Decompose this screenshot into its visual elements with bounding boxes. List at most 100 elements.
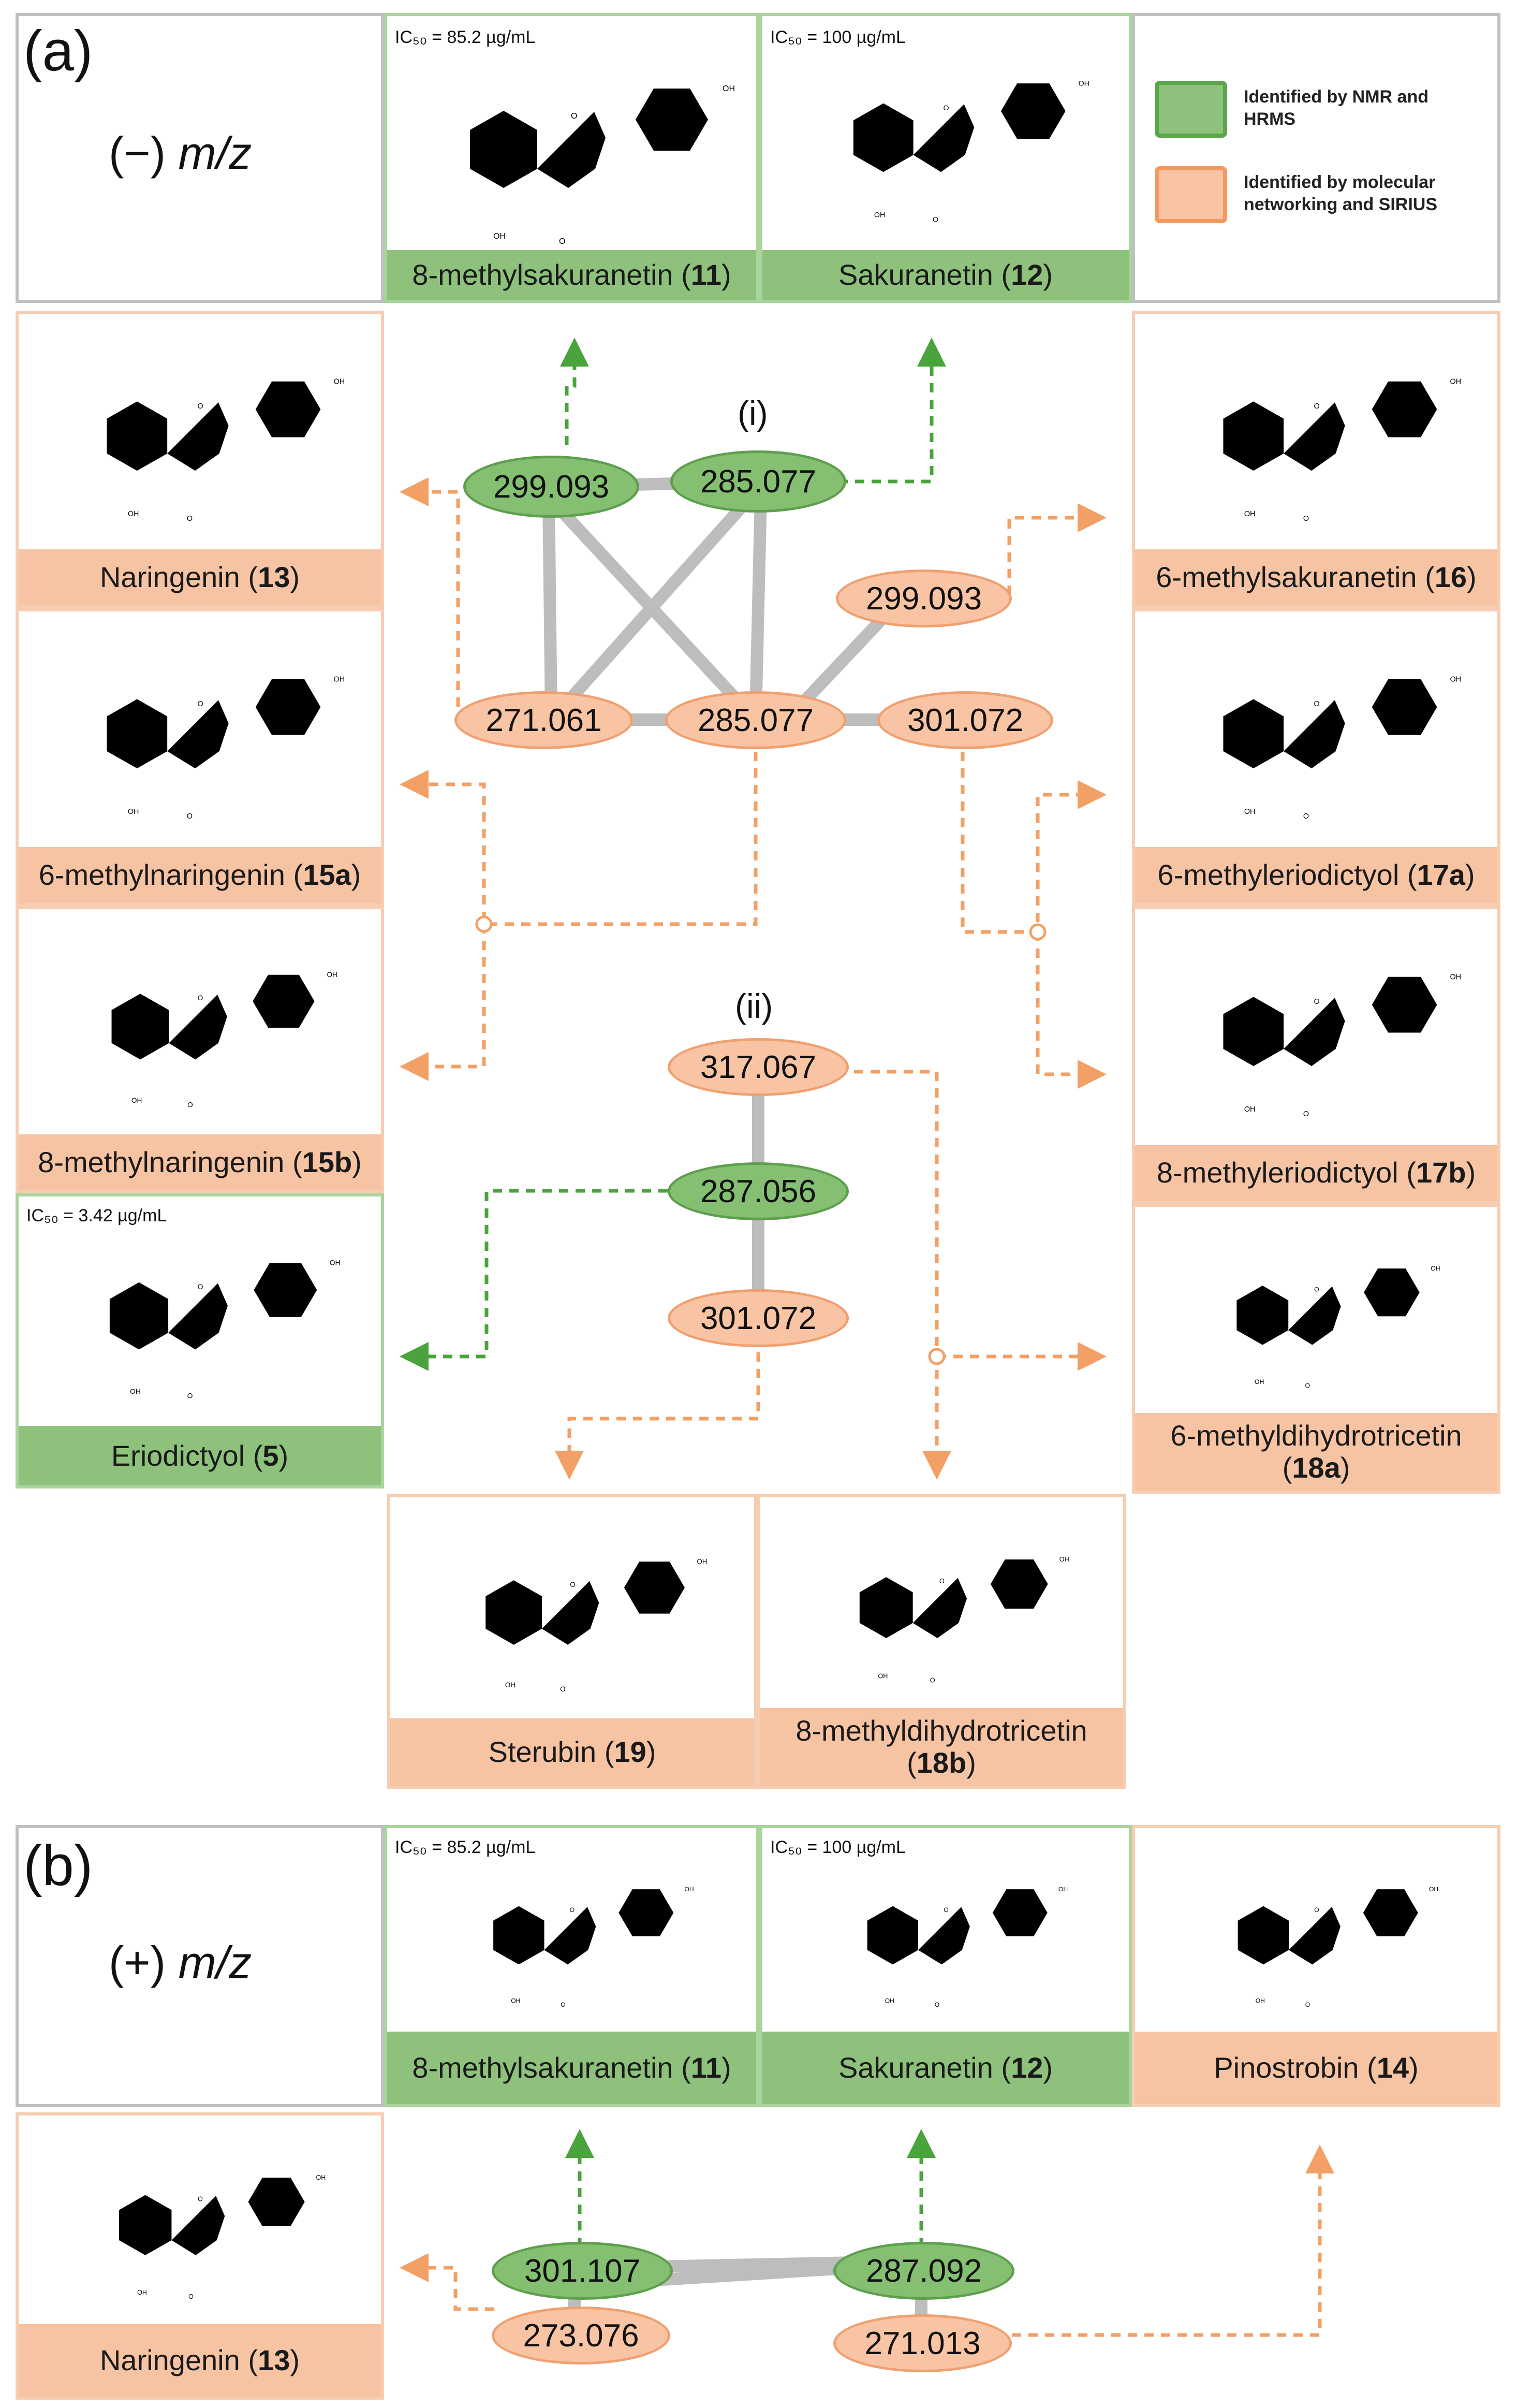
compound-name: Eriodictyol [111, 1439, 245, 1472]
compound-card-13-b: Naringenin (13) [16, 2112, 384, 2400]
compound-card-11-a: IC₅₀ = 85.2 µg/mL 8-methylsakuranetin (1… [384, 13, 759, 303]
legend-swatch-orange [1155, 166, 1227, 223]
compound-label: Sterubin (19) [390, 1718, 754, 1786]
compound-card-13-a: Naringenin (13) [16, 311, 384, 608]
ion-mode-sign: (+) [109, 1937, 179, 1988]
compound-card-16: 6-methylsakuranetin (16) [1132, 311, 1500, 608]
network-node[interactable]: 285.077 [670, 450, 846, 513]
compound-name: 8-methylnaringenin [38, 1146, 285, 1179]
compound-name: 6-methyldihydrotricetin [1170, 1419, 1462, 1452]
compound-number: 15b [302, 1146, 352, 1179]
legend-swatch-green [1155, 81, 1227, 138]
network-node[interactable]: 317.067 [668, 1038, 849, 1096]
panel-a-letter: (a) [23, 19, 93, 83]
compound-card-17a: 6-methyleriodictyol (17a) [1132, 608, 1500, 906]
compound-card-17b: 8-methyleriodictyol (17b) [1132, 906, 1500, 1204]
cluster-ii-label: (ii) [735, 987, 773, 1025]
compound-card-12-b: IC₅₀ = 100 µg/mL Sakuranetin (12) [759, 1825, 1132, 2107]
legend-text-network: Identified by molecular networking and S… [1244, 172, 1438, 214]
compound-card-15a: 6-methylnaringenin (15a) [16, 608, 384, 906]
compound-number: 19 [614, 1735, 646, 1769]
network-node[interactable]: 287.092 [833, 2242, 1014, 2300]
network-node[interactable]: 301.107 [492, 2242, 673, 2300]
compound-label: 6-methylsakuranetin (16) [1135, 549, 1497, 605]
network-node[interactable]: 301.072 [668, 1289, 849, 1347]
compound-number: 18b [916, 1746, 967, 1779]
compound-label: Pinostrobin (14) [1135, 2032, 1497, 2104]
legend-box: Identified by NMR and HRMS Identified by… [1132, 13, 1500, 303]
compound-label: 8-methylsakuranetin (11) [387, 2032, 756, 2104]
compound-card-5: IC₅₀ = 3.42 µg/mL Eriodictyol (5) [16, 1193, 384, 1488]
compound-card-11-b: IC₅₀ = 85.2 µg/mL 8-methylsakuranetin (1… [384, 1825, 759, 2107]
compound-name: 8-methylsakuranetin [412, 258, 673, 291]
compound-number: 17b [1416, 1156, 1466, 1189]
panel-b-ion-mode: (+) m/z [109, 1936, 252, 1989]
ic50-label: IC₅₀ = 85.2 µg/mL [395, 27, 536, 47]
compound-label: 8-methylnaringenin (15b) [19, 1134, 381, 1190]
compound-name: Sakuranetin [838, 2051, 993, 2084]
ion-mode-unit: m/z [178, 127, 252, 179]
compound-number: 18a [1292, 1451, 1341, 1484]
compound-number: 16 [1434, 561, 1467, 594]
network-node[interactable]: 301.072 [877, 691, 1053, 749]
compound-name: Naringenin [99, 561, 240, 594]
arrow-junctions [475, 915, 1047, 1365]
compound-number: 12 [1011, 2051, 1043, 2084]
compound-name: 6-methylnaringenin [38, 858, 285, 892]
compound-label: 6-methylnaringenin (15a) [19, 847, 381, 903]
compound-label: 6-methyldihydrotricetin(18a) [1135, 1413, 1497, 1491]
compound-number: 11 [690, 2051, 721, 2084]
compound-name: 6-methyleriodictyol [1157, 858, 1400, 892]
panel-a-ion-mode: (−) m/z [109, 127, 252, 180]
compound-name: 6-methylsakuranetin [1156, 561, 1417, 594]
network-node[interactable]: 271.013 [833, 2314, 1012, 2372]
panel-b-header-box [16, 1825, 384, 2107]
legend-text-nmr: Identified by NMR and HRMS [1244, 87, 1428, 129]
panel-b-letter: (b) [23, 1834, 93, 1898]
compound-label: Naringenin (13) [19, 549, 381, 605]
compound-card-19: Sterubin (19) [387, 1494, 757, 1789]
compound-card-15b: 8-methylnaringenin (15b) [16, 906, 384, 1193]
compound-number: 13 [258, 2344, 290, 2377]
network-node[interactable]: 271.061 [454, 691, 633, 749]
compound-name: Sakuranetin [838, 258, 993, 291]
compound-number: 11 [690, 258, 721, 291]
compound-name: Naringenin [99, 2344, 240, 2377]
ic50-label: IC₅₀ = 3.42 µg/mL [26, 1206, 167, 1225]
compound-number: 15a [303, 858, 351, 892]
compound-name: Pinostrobin [1214, 2051, 1359, 2084]
compound-number: 5 [262, 1439, 279, 1472]
network-node[interactable]: 299.093 [463, 456, 639, 518]
compound-label: 8-methyldihydrotricetin(18b) [760, 1708, 1123, 1786]
network-node[interactable]: 273.076 [492, 2307, 670, 2365]
compound-name: 8-methylsakuranetin [412, 2051, 673, 2084]
compound-number: 17a [1417, 858, 1465, 892]
network-node[interactable]: 299.093 [836, 570, 1012, 627]
compound-card-18b: 8-methyldihydrotricetin(18b) [757, 1494, 1126, 1789]
compound-label: 6-methyleriodictyol (17a) [1135, 847, 1497, 903]
compound-label: 8-methyleriodictyol (17b) [1135, 1145, 1497, 1201]
ion-mode-sign: (−) [109, 127, 179, 179]
compound-number: 12 [1011, 258, 1043, 291]
network-node[interactable]: 285.077 [665, 691, 846, 749]
compound-name: Sterubin [488, 1735, 597, 1769]
compound-label: Sakuranetin (12) [762, 2032, 1129, 2104]
compound-card-12-a: IC₅₀ = 100 µg/mL Sakuranetin (12) [759, 13, 1132, 303]
ion-mode-unit: m/z [178, 1937, 252, 1988]
compound-label: Sakuranetin (12) [762, 250, 1129, 300]
compound-number: 13 [258, 561, 290, 594]
compound-name: 8-methyldihydrotricetin [796, 1714, 1087, 1747]
ic50-label: IC₅₀ = 100 µg/mL [770, 27, 906, 47]
compound-number: 14 [1376, 2051, 1409, 2084]
ic50-label: IC₅₀ = 85.2 µg/mL [395, 1837, 536, 1857]
compound-label: 8-methylsakuranetin (11) [387, 250, 756, 300]
compound-name: 8-methyleriodictyol [1156, 1156, 1398, 1189]
compound-card-18a: 6-methyldihydrotricetin(18a) [1132, 1204, 1500, 1494]
ic50-label: IC₅₀ = 100 µg/mL [770, 1837, 906, 1857]
compound-label: Naringenin (13) [19, 2324, 381, 2397]
compound-card-14: Pinostrobin (14) [1132, 1825, 1500, 2107]
panel-a-header-box [16, 13, 384, 303]
cluster-i-label: (i) [738, 394, 768, 432]
network-node[interactable]: 287.056 [668, 1162, 849, 1220]
